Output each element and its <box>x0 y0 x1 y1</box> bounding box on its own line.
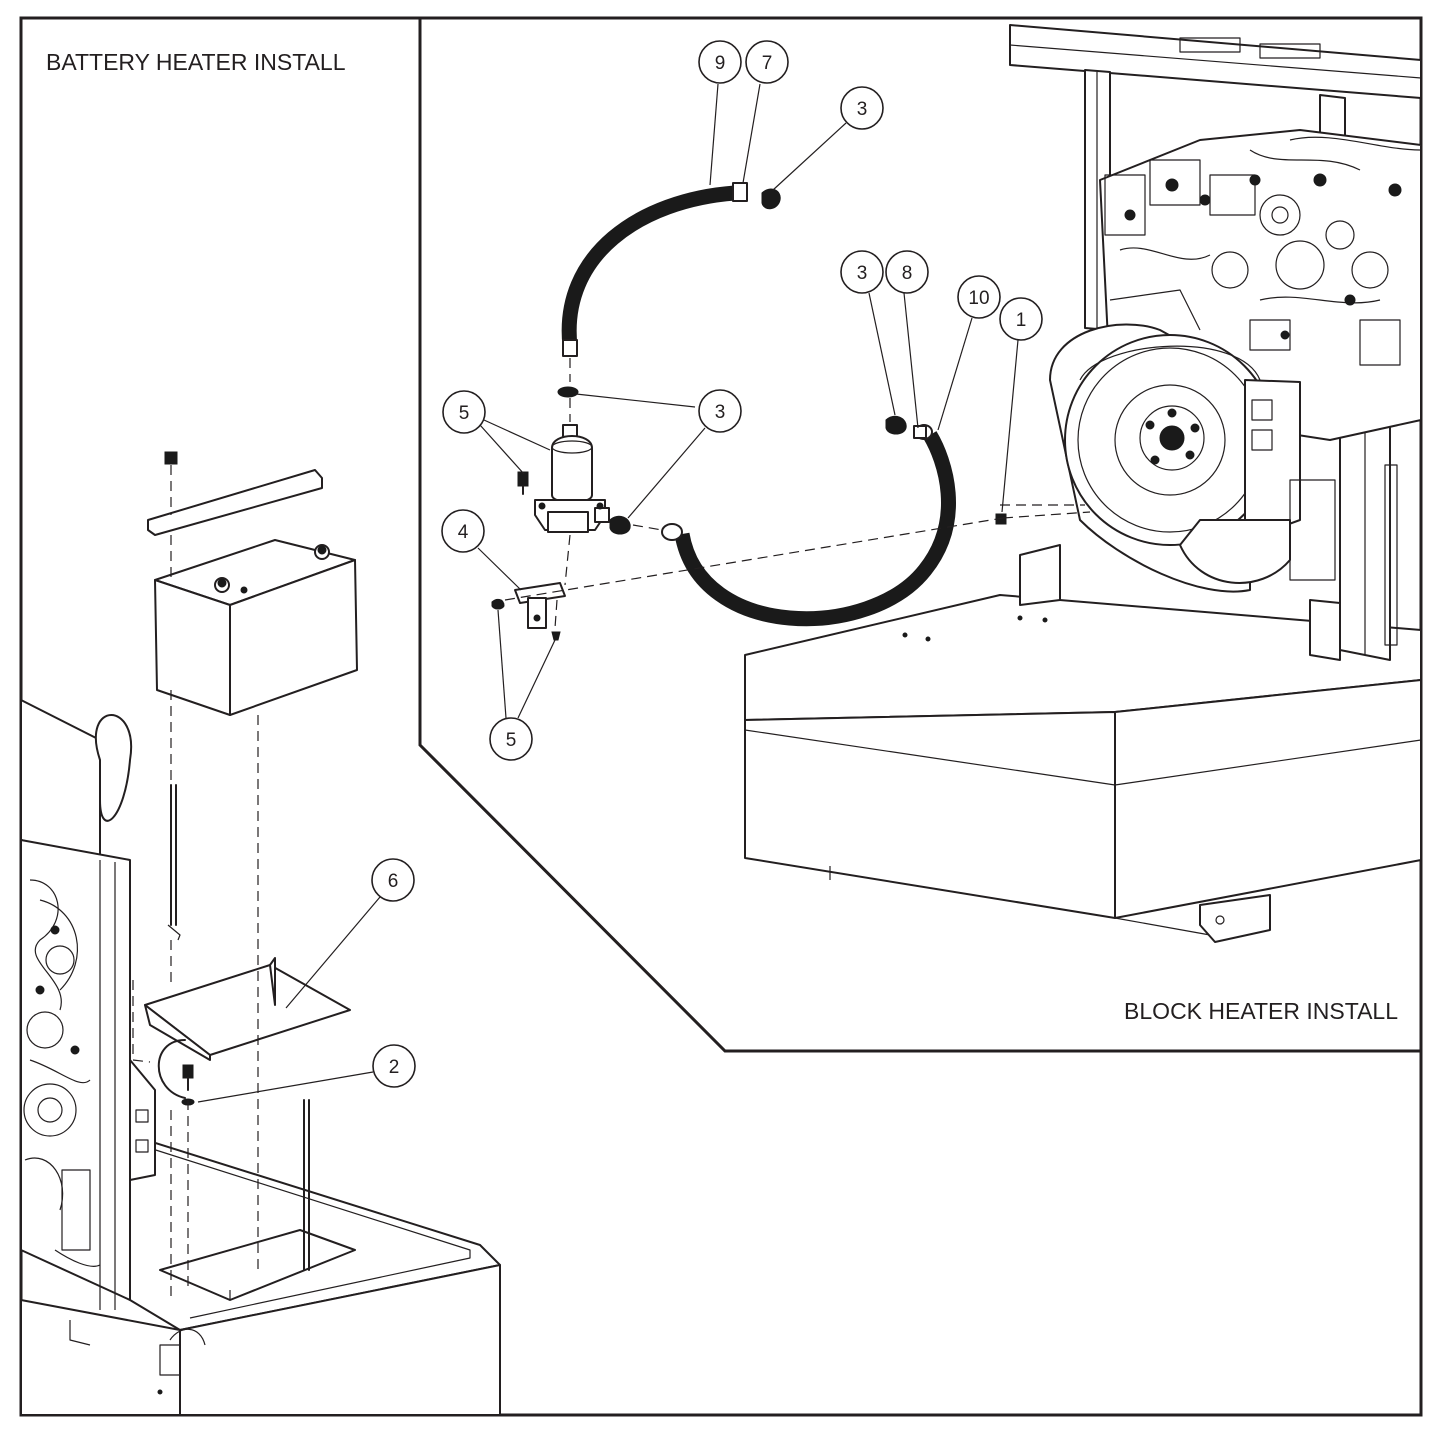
callout-8: 8 <box>885 250 929 294</box>
callout-9: 9 <box>698 40 742 84</box>
callout-1-label: 1 <box>1016 310 1027 331</box>
battery <box>154 539 358 716</box>
lower-hose <box>661 424 956 627</box>
callout-3-mid: 3 <box>840 250 884 294</box>
callout-10: 10 <box>957 275 1001 319</box>
callout-4: 4 <box>441 509 485 553</box>
callout-9-label: 9 <box>715 53 726 74</box>
callout-2: 2 <box>372 1044 416 1088</box>
callout-1: 1 <box>999 297 1043 341</box>
generator-enclosure-left <box>20 699 133 1310</box>
hold-down-nut <box>164 451 178 465</box>
callout-10-label: 10 <box>968 288 989 309</box>
alignment-lines-block <box>504 358 1091 629</box>
callout-5-upper-label: 5 <box>459 403 470 424</box>
generator-base-skid <box>744 594 1422 943</box>
callout-5-lower: 5 <box>489 717 533 761</box>
heater-screw <box>181 1064 195 1106</box>
callout-7-label: 7 <box>762 53 773 74</box>
callout-6: 6 <box>371 858 415 902</box>
block-heater <box>517 424 610 533</box>
callout-3-lower: 3 <box>698 389 742 433</box>
callout-5-upper: 5 <box>442 390 486 434</box>
callout-leaders <box>197 83 1019 1103</box>
callout-2-label: 2 <box>389 1057 400 1078</box>
battery-tray-base <box>20 1059 501 1416</box>
engine-block <box>1049 129 1422 593</box>
hose-clamp <box>557 188 907 535</box>
callout-8-label: 8 <box>902 263 913 284</box>
battery-heater-pad <box>144 957 351 1099</box>
callout-5-lower-label: 5 <box>506 730 517 751</box>
hold-down-rods <box>167 784 310 1271</box>
block-panel-title: BLOCK HEATER INSTALL <box>1124 998 1398 1024</box>
battery-panel-title: BATTERY HEATER INSTALL <box>46 49 346 75</box>
alignment-lines-battery <box>132 465 259 1300</box>
upper-hose <box>561 182 748 357</box>
callout-3-top-label: 3 <box>857 99 868 120</box>
callout-6-label: 6 <box>388 871 399 892</box>
callout-3-top: 3 <box>840 86 884 130</box>
heater-bracket <box>491 582 566 641</box>
callout-3-mid-label: 3 <box>857 263 868 284</box>
callout-7: 7 <box>745 40 789 84</box>
callout-4-label: 4 <box>458 522 469 543</box>
block-panel-border <box>418 18 1421 1053</box>
battery-hold-down-bar <box>147 469 323 536</box>
callout-3-lower-label: 3 <box>715 402 726 423</box>
